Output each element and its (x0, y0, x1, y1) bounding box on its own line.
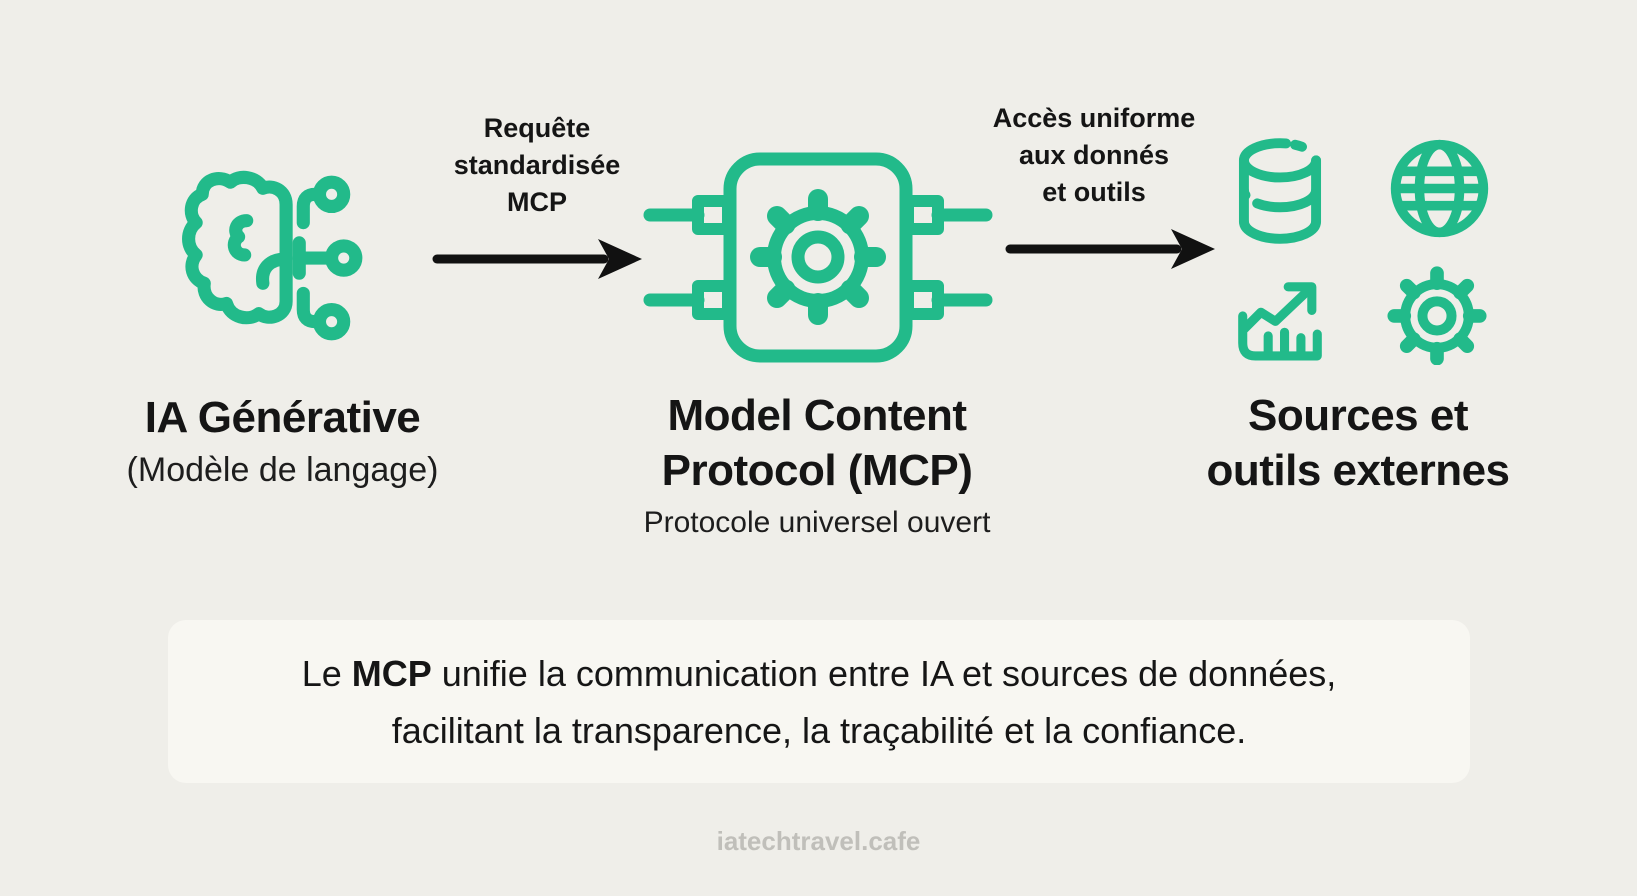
center-node-title-line2: Protocol (MCP) (661, 446, 973, 495)
left-node-title: IA Générative (144, 393, 421, 442)
arrow2-label-line1: Accès uniforme (992, 103, 1196, 133)
arrow1-label-line3: MCP (507, 187, 567, 217)
database-icon (1238, 138, 1322, 244)
center-node-title: Model Content Protocol (MCP) (600, 388, 1034, 498)
right-node-title-line1: Sources et (1248, 391, 1468, 440)
globe-icon (1390, 139, 1489, 238)
right-node-title-line2: outils externes (1206, 446, 1510, 495)
chart-growth-icon (1238, 282, 1322, 361)
right-arrow-icon (1005, 229, 1215, 269)
arrow2-label-line3: et outils (1042, 177, 1146, 207)
chip-gear-icon (643, 152, 993, 363)
summary-line2: facilitant la transparence, la traçabili… (391, 709, 1247, 751)
center-node-title-line1: Model Content (667, 391, 967, 440)
arrow1-label: Requête standardisée MCP (413, 110, 661, 221)
gear-icon (1387, 266, 1487, 365)
arrow2-label: Accès uniforme aux donnés et outils (968, 100, 1220, 211)
footer-watermark: iatechtravel.cafe (716, 826, 921, 856)
summary-prefix: Le (301, 652, 352, 694)
right-arrow-icon (432, 239, 642, 279)
external-sources-icon-grid (1230, 136, 1492, 370)
arrow2-label-line2: aux donnés (1018, 140, 1170, 170)
summary-line1: Le MCP unifie la communication entre IA … (302, 645, 1337, 702)
arrow1-label-line1: Requête (483, 113, 591, 143)
center-node-subtitle: Protocole universel ouvert (643, 506, 991, 539)
summary-bold-term: MCP (351, 652, 432, 694)
arrow1-label-line2: standardisée (453, 150, 621, 180)
right-node-title: Sources et outils externes (1140, 388, 1576, 498)
summary-card: Le MCP unifie la communication entre IA … (168, 620, 1470, 783)
brain-circuit-icon (182, 170, 363, 341)
left-node-subtitle: (Modèle de langage) (126, 451, 439, 489)
summary-line1-rest: unifie la communication entre IA et sour… (431, 652, 1337, 694)
